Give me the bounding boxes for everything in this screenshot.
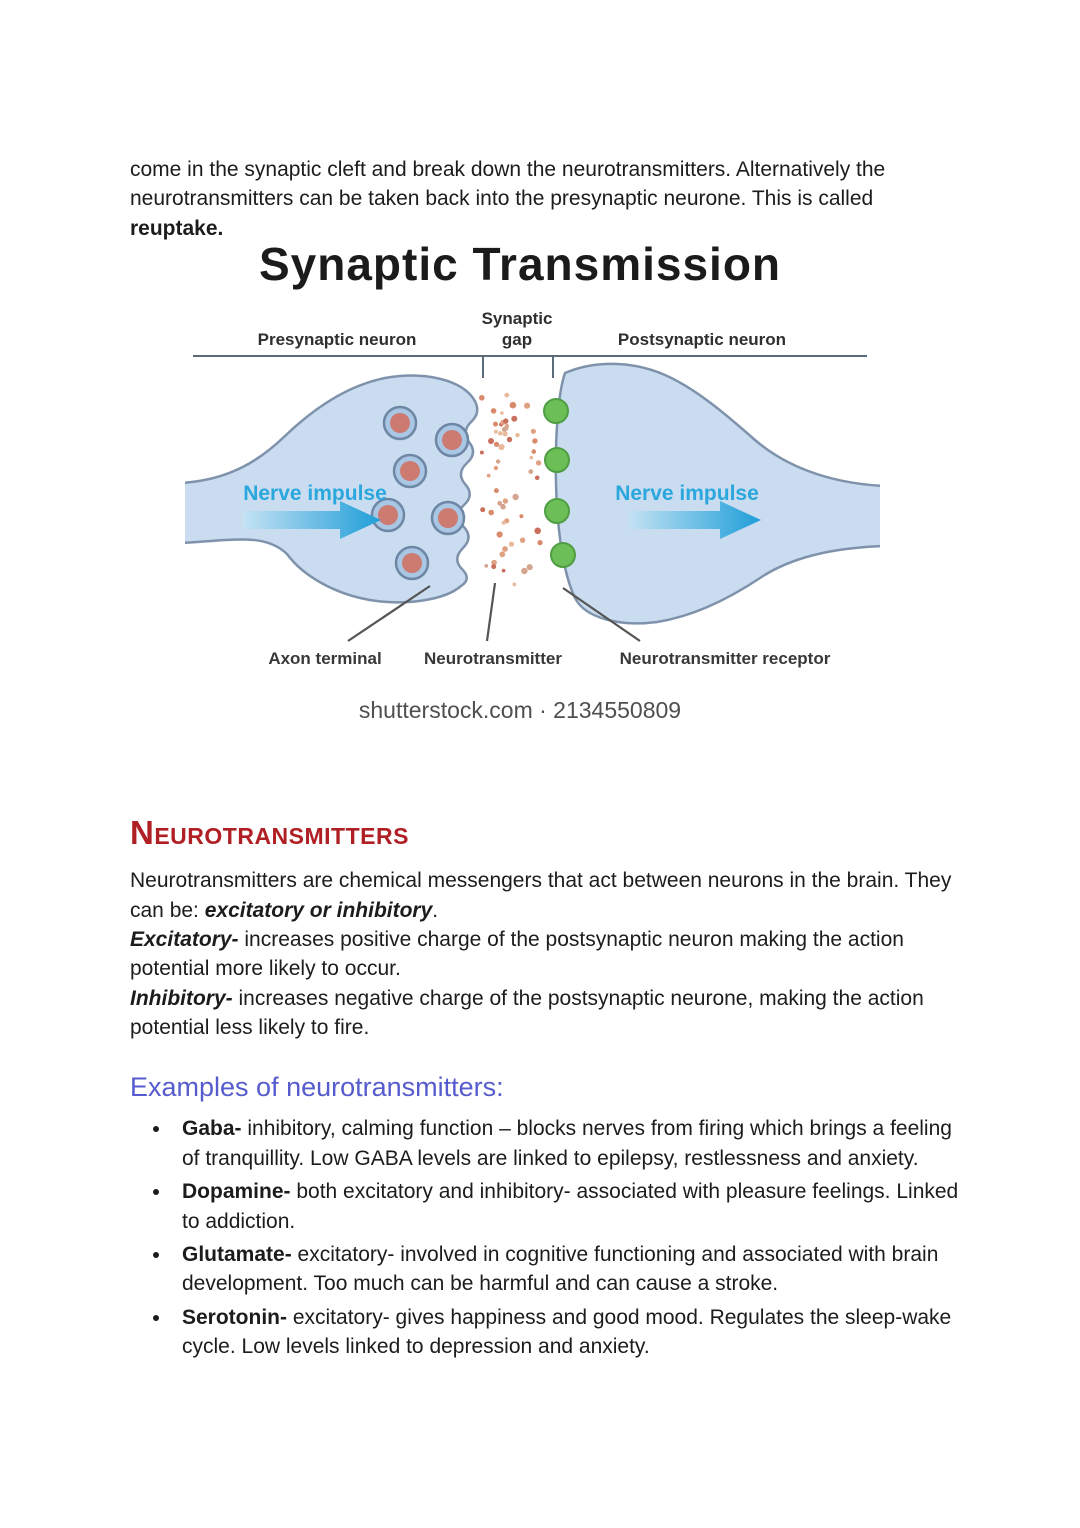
neurotransmitter-dot [496,531,503,538]
neurotransmitter-dot [515,432,520,438]
neurotransmitter-dot [537,540,543,546]
neurotransmitter-dot [493,488,499,494]
neurotransmitter-dot [506,436,513,443]
neurotransmitter-dot [530,428,536,434]
neurotransmitter-dot [521,567,528,575]
neurotransmitter-dot [488,438,494,444]
neurotransmitter-dot [500,504,506,510]
intro-paragraph: come in the synaptic cleft and break dow… [130,155,948,243]
neurotransmitter-dot [486,473,491,478]
nerve-impulse-left-label: Nerve impulse [243,482,387,505]
neurotransmitter-dot [508,541,515,547]
examples-heading: Examples of neurotransmitters: [130,1071,504,1102]
axon-terminal-label: Axon terminal [268,649,381,668]
neurotransmitter-dot [512,493,519,501]
receptor [550,542,576,568]
synaptic-transmission-figure: Synaptic Transmission Presynaptic neuron… [185,228,880,733]
neurotransmitter-dot [501,568,506,573]
watermark-text: shutterstock.com · 2134550809 [359,697,681,723]
neurotransmitter-dot [504,392,510,398]
synaptic-gap-label-line1: Synaptic [482,309,553,328]
neurotransmitter-dot [524,402,531,409]
paragraph-definition: Neurotransmitters are chemical messenger… [130,869,952,922]
neurotransmitter-dot [529,455,534,460]
neurotransmitter-dot [493,441,500,447]
neurotransmitter-dot [519,514,524,519]
figure-title: Synaptic Transmission [259,238,781,290]
neurotransmitter-dot [494,429,498,434]
neurotransmitter-dot [532,438,538,444]
neurotransmitter-dot [535,460,542,466]
neurotransmitter-dot [503,418,509,424]
postsynaptic-neuron-label: Postsynaptic neuron [618,330,786,349]
neurotransmitter-dot [509,401,517,409]
section-heading: Neurotransmitters [130,814,409,851]
neurotransmitter-receptors [543,398,576,568]
neurotransmitter-dot [480,507,486,513]
nerve-impulse-right-arrow [628,501,761,539]
synaptic-gap-label-line2: gap [502,330,532,349]
neurotransmitter-dot [498,431,503,436]
paragraph-excitatory: Excitatory- increases positive charge of… [130,927,904,981]
neurotransmitter-dot [493,421,498,427]
neurotransmitter-label: Neurotransmitter [424,649,562,668]
neurotransmitter-dot [488,509,495,516]
vesicle [434,422,470,458]
gap-dots [479,392,543,587]
neurotransmitter-dot [495,459,501,464]
neurotransmitter-dot [479,395,485,401]
neurotransmitter-dot [491,559,497,566]
neurotransmitter-dot [534,527,541,535]
list-item-serotonin: Serotonin- excitatory- gives happiness a… [172,1303,964,1362]
intro-bold-reuptake: reuptake. [130,216,224,240]
neurotransmitter-dot [484,564,489,568]
neurotransmitter-dot [501,427,507,432]
receptor [544,447,570,473]
nerve-impulse-left-arrow [243,501,381,539]
receptor [543,398,569,424]
presynaptic-neuron-label: Presynaptic neuron [258,330,417,349]
postsynaptic-neuron-shape [554,362,880,625]
pointer-lines [347,582,641,642]
neurotransmitter-dot [528,469,534,474]
neurotransmitter-receptor-label: Neurotransmitter receptor [620,649,831,668]
intro-text: come in the synaptic cleft and break dow… [130,158,886,211]
neurotransmitter-dot [502,546,508,552]
neurotransmitter-dot [534,475,540,481]
neurotransmitter-dot [490,408,497,414]
neurotransmitter-dot [491,564,497,570]
neurotransmitter-dot [512,582,517,587]
synaptic-vesicles [370,405,470,581]
neurotransmitter-list: Gaba- inhibitory, calming function – blo… [130,1114,964,1361]
neurotransmitter-dot [519,537,526,543]
neurotransmitter-dot [500,411,504,415]
neurotransmitter-dot [502,498,509,504]
paragraph-inhibitory: Inhibitory- increases negative charge of… [130,986,924,1040]
receptor [544,498,570,524]
neurotransmitter-dot [498,444,505,451]
neurotransmitter-dot [511,415,518,422]
region-bracket [193,355,867,378]
neurotransmitter-dot [502,431,508,437]
neurotransmitter-dot [531,449,537,454]
list-item-dopamine: Dopamine- both excitatory and inhibitory… [172,1177,964,1236]
neurotransmitter-dot [526,564,533,571]
neurotransmitter-dot [501,520,506,525]
neurotransmitter-dot [493,465,499,471]
examples-block: Examples of neurotransmitters: Gaba- inh… [130,1069,964,1362]
vesicle [370,497,406,533]
vesicle [382,405,418,441]
nerve-impulse-right-label: Nerve impulse [615,482,759,505]
neurotransmitter-dot [479,450,484,455]
neurotransmitters-section: Neurotransmitters Neurotransmitters are … [130,810,964,1365]
neurotransmitter-dot [499,551,506,558]
synaptic-transmission-diagram: Synaptic Transmission Presynaptic neuron… [185,238,880,723]
list-item-gaba: Gaba- inhibitory, calming function – blo… [172,1114,964,1173]
list-item-glutamate: Glutamate- excitatory- involved in cogni… [172,1240,964,1299]
vesicle [430,500,466,536]
vesicle [394,545,430,581]
vesicle [392,453,428,489]
neurotransmitter-dot [497,500,503,506]
